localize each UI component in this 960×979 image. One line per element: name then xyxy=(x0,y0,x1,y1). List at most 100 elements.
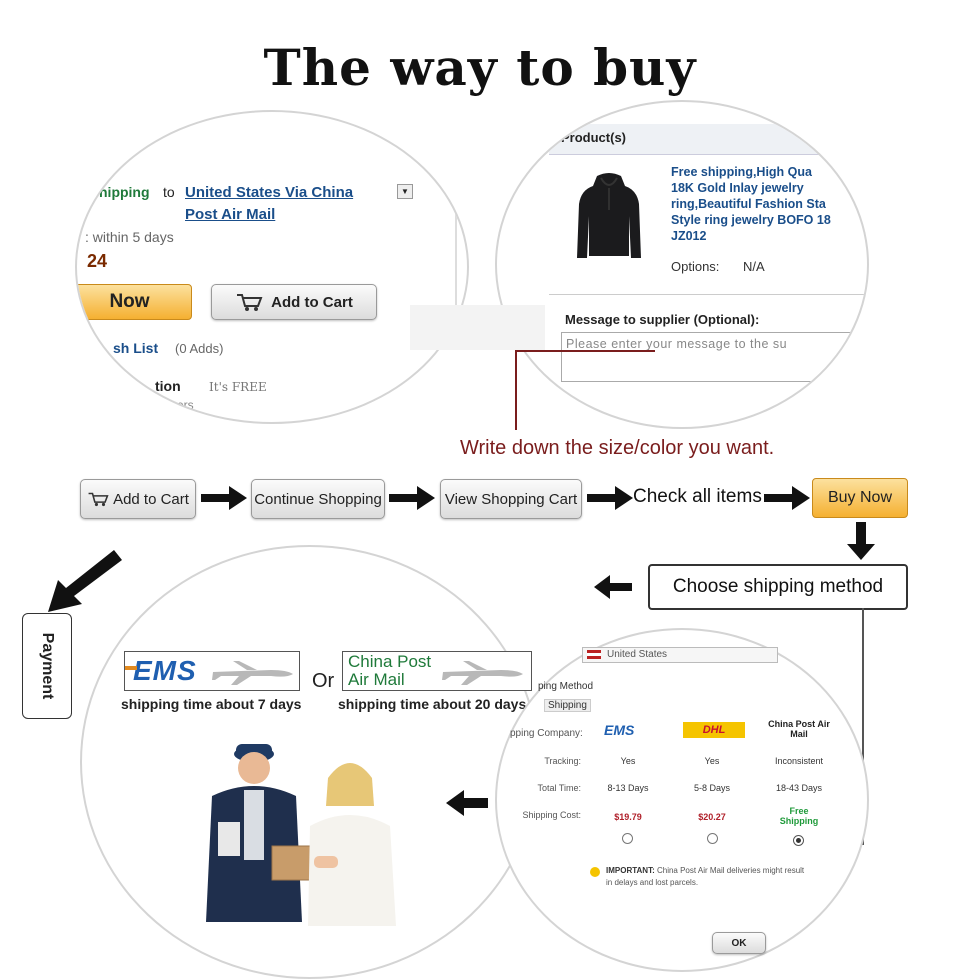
top-fragment: air xyxy=(132,136,146,150)
connector-line xyxy=(862,608,864,844)
arrow-left-icon xyxy=(594,575,632,599)
order-details-panel: Product(s) Free shipping,High Qua 18K Go… xyxy=(495,100,869,429)
choose-shipping-label: Choose shipping method xyxy=(672,576,884,597)
courier-delivery-image xyxy=(206,744,396,926)
add-to-cart-label: Add to Cart xyxy=(271,293,353,311)
radio-dhl[interactable] xyxy=(707,833,718,844)
connector-line xyxy=(515,350,517,430)
flow-buy-now[interactable]: Buy Now xyxy=(812,478,908,518)
total-time-value: 5-8 Days xyxy=(693,783,730,793)
tracking-value: Yes xyxy=(704,756,720,766)
shipping-to-label: to xyxy=(163,184,175,200)
add-to-cart-button[interactable]: Add to Cart xyxy=(211,284,377,320)
cart-icon xyxy=(237,294,263,311)
flow-step-label: View Shopping Cart xyxy=(444,490,578,508)
bottom-fragment: ers xyxy=(177,398,194,412)
dropdown-arrow-icon[interactable]: ▼ xyxy=(397,184,413,199)
product-desc-line: Free shipping,High Qua xyxy=(671,165,812,179)
china-post-line2: Air Mail xyxy=(348,670,405,689)
cart-icon xyxy=(88,492,109,507)
company-dhl-logo: DHL xyxy=(683,722,745,738)
price-fragment: 24 xyxy=(87,251,108,271)
country-select[interactable]: United States xyxy=(582,647,778,663)
important-label: IMPORTANT: xyxy=(606,866,655,875)
ems-logo: EMS xyxy=(133,655,197,686)
row-label: Total Time: xyxy=(537,783,581,793)
buy-now-button[interactable]: Now xyxy=(77,284,192,320)
airplane-icon xyxy=(442,661,523,685)
hoodie-image xyxy=(577,173,641,258)
flow-check-items: Check all items xyxy=(633,486,762,507)
total-time-value: 18-43 Days xyxy=(775,783,823,793)
connector-line xyxy=(515,350,655,352)
protection-label: tion xyxy=(155,378,181,394)
arrow-left-icon xyxy=(446,790,488,816)
total-time-value: 8-13 Days xyxy=(607,783,649,793)
shipping-tab[interactable]: Shipping xyxy=(544,699,591,712)
flow-step-label: Add to Cart xyxy=(113,490,189,508)
flow-step-label: Buy Now xyxy=(827,489,893,506)
shipping-prefix: hipping xyxy=(99,184,150,200)
arrow-right-icon xyxy=(201,486,247,510)
protection-note: It's FREE xyxy=(209,380,267,394)
china-post-line1: China Post xyxy=(348,652,432,671)
or-text: Or xyxy=(312,670,335,692)
payment-label: Payment xyxy=(39,632,56,700)
payment-tag: Payment xyxy=(22,613,72,719)
products-header: Product(s) xyxy=(561,130,626,145)
shipping-method-table-panel xyxy=(495,628,869,972)
ems-stripe xyxy=(125,666,137,670)
flow-add-to-cart[interactable]: Add to Cart xyxy=(80,479,196,519)
options-value: N/A xyxy=(743,259,765,274)
delivery-time: : within 5 days xyxy=(85,229,174,245)
message-placeholder: Please enter your message to the su xyxy=(566,337,788,351)
us-flag-icon xyxy=(587,650,601,659)
size-color-note: Write down the size/color you want. xyxy=(460,437,775,459)
company-ems-logo: EMS xyxy=(604,722,635,738)
options-label: Options: xyxy=(671,259,720,274)
important-text: China Post Air Mail deliveries might res… xyxy=(656,866,805,875)
product-purchase-panel: air hipping to United States Via China ▼… xyxy=(75,110,469,424)
shipping-cost-value: $19.79 xyxy=(614,812,642,822)
radio-china-post[interactable] xyxy=(793,835,804,846)
row-label: Shipping Cost: xyxy=(522,810,581,820)
arrow-down-icon xyxy=(847,522,875,560)
company-china-post: China Post Air Mail xyxy=(768,719,830,739)
tracking-value: Yes xyxy=(620,756,636,766)
divider xyxy=(549,294,867,295)
product-description[interactable]: Free shipping,High Qua 18K Gold Inlay je… xyxy=(671,164,831,244)
message-label: Message to supplier (Optional): xyxy=(565,312,760,327)
important-text-2: in delays and lost parcels. xyxy=(606,878,699,887)
shipping-method-link[interactable]: Post Air Mail xyxy=(185,206,276,223)
ok-button[interactable]: OK xyxy=(712,932,766,954)
important-note: IMPORTANT: China Post Air Mail deliverie… xyxy=(606,866,804,875)
shipping-method-label: ping Method xyxy=(538,681,594,692)
product-desc-line: Style ring jewelry BOFO 18 xyxy=(671,213,831,227)
arrow-right-icon xyxy=(587,486,633,510)
message-input[interactable]: Please enter your message to the su xyxy=(561,332,863,382)
company-label: pping Company: xyxy=(510,728,583,739)
ems-shipping-time: shipping time about 7 days xyxy=(121,696,302,712)
product-desc-line: ring,Beautiful Fashion Sta xyxy=(671,197,826,211)
arrow-right-icon xyxy=(389,486,435,510)
flow-step-label: Continue Shopping xyxy=(254,490,382,508)
product-desc-line: JZ012 xyxy=(671,229,707,243)
arrow-right-icon xyxy=(764,486,810,510)
choose-shipping-method-box: Choose shipping method xyxy=(648,564,908,610)
row-label: Tracking: xyxy=(544,756,581,766)
page-title: The way to buy xyxy=(263,38,697,97)
radio-ems[interactable] xyxy=(622,833,633,844)
panel-divider xyxy=(455,112,457,422)
airplane-icon xyxy=(212,661,293,685)
wish-list-link[interactable]: sh List xyxy=(113,340,159,356)
flow-continue-shopping[interactable]: Continue Shopping xyxy=(251,479,385,519)
shipping-cost-value: $20.27 xyxy=(698,812,726,822)
blur-patch xyxy=(410,305,545,350)
china-post-shipping-time: shipping time about 20 days xyxy=(338,696,527,712)
radio-selected-dot xyxy=(796,838,801,843)
flow-view-shopping-cart[interactable]: View Shopping Cart xyxy=(440,479,582,519)
products-header-bar xyxy=(549,124,867,155)
shipping-destination-link[interactable]: United States Via China xyxy=(185,184,354,201)
product-desc-line: 18K Gold Inlay jewelry xyxy=(671,181,804,195)
shipping-cost-value: Free Shipping xyxy=(779,806,819,826)
